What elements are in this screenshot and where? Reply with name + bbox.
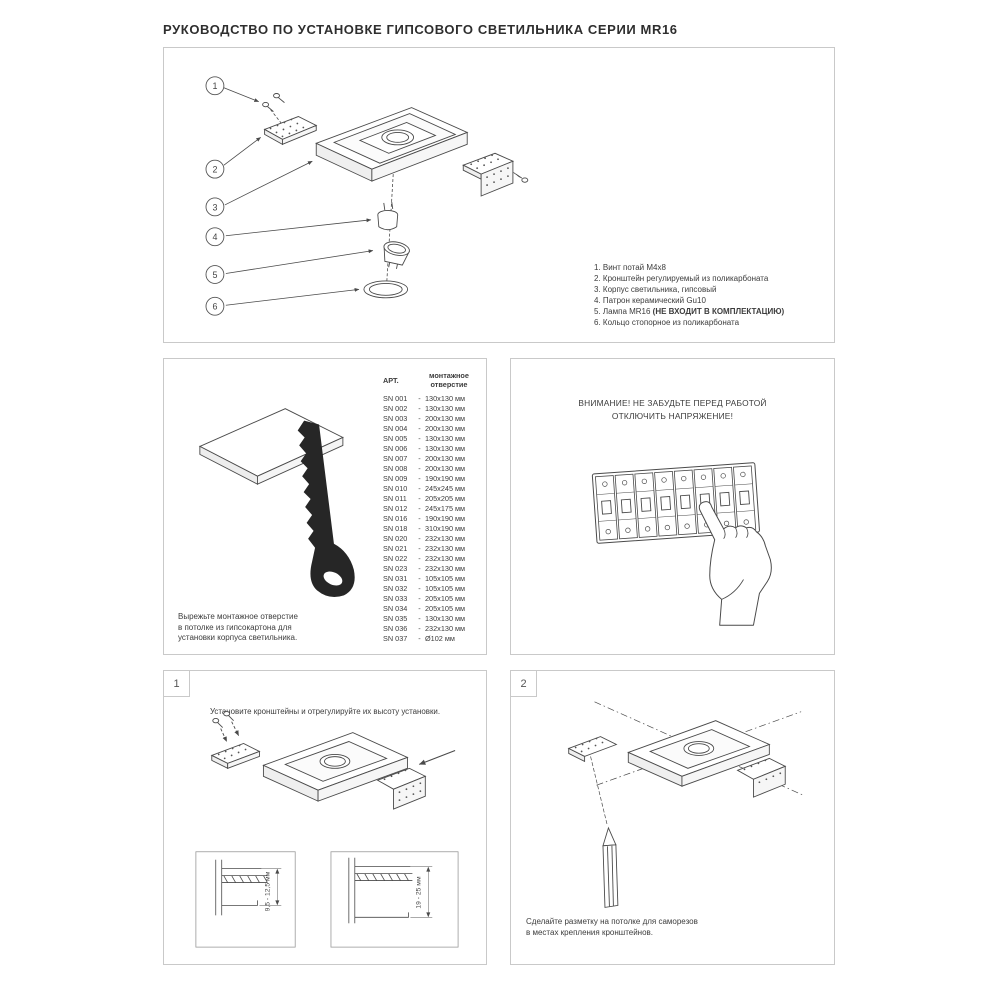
- table-row: SN 020-232x130 мм: [383, 534, 466, 543]
- exploded-view-drawing: 1 2 3 4 5 6: [205, 76, 529, 316]
- cutout-caption: Вырежьте монтажное отверстие в потолке и…: [178, 612, 298, 642]
- bracket-right-drawing: [376, 767, 427, 810]
- cutout-size-table: АРТ. монтажное отверстие SN 001-130x130 …: [383, 371, 483, 644]
- table-header: АРТ. монтажное отверстие: [383, 371, 483, 389]
- gypsum-body-part: [315, 107, 469, 182]
- parts-list-item: 1. Винт потай M4x8: [594, 263, 666, 272]
- table-row: SN 034-205x105 мм: [383, 604, 466, 613]
- callout-3: 3: [212, 202, 217, 212]
- detail-box-left: 9,5 - 12,5 мм: [195, 851, 296, 948]
- table-row: SN 006-130x130 мм: [383, 444, 466, 453]
- retaining-ring-part: [363, 280, 409, 299]
- callout-2: 2: [212, 165, 217, 175]
- exploded-view-panel: 1 2 3 4 5 6 1. Винт потай M4x8 2. Кроншт…: [163, 47, 835, 343]
- table-header-art: АРТ.: [383, 375, 399, 385]
- table-row: SN 033-205x105 мм: [383, 594, 466, 603]
- table-row: SN 009-190x190 мм: [383, 474, 466, 483]
- step2-panel: 2: [510, 670, 835, 965]
- table-row: SN 036-232x130 мм: [383, 624, 466, 633]
- table-row: SN 018-310x190 мм: [383, 524, 466, 533]
- screw-right-part: [515, 173, 529, 183]
- screws-with-arrows: [212, 711, 239, 742]
- table-row: SN 021-232x130 мм: [383, 544, 466, 553]
- table-row: SN 037-Ø102 мм: [383, 634, 455, 643]
- step1-number: 1: [173, 677, 180, 690]
- parts-list-item: 5. Лампа MR16 (НЕ ВХОДИТ В КОМПЛЕКТАЦИЮ): [594, 307, 785, 316]
- step2-number-box: 2: [511, 671, 537, 697]
- dimension-label-right: 19 - 25 мм: [415, 876, 422, 909]
- saw-drawing: [297, 420, 355, 598]
- fixture-body-drawing: [262, 732, 409, 802]
- table-row: SN 035-130x130 мм: [383, 614, 466, 623]
- table-row: SN 011-205x205 мм: [383, 494, 466, 503]
- table-header-hole: монтажное отверстие: [429, 371, 469, 389]
- dimension-label-left: 9,5 - 12,5 мм: [264, 871, 271, 911]
- lamp-part: [383, 241, 410, 269]
- table-row: SN 004-200x130 мм: [383, 424, 466, 433]
- table-row: SN 022-232x130 мм: [383, 554, 466, 563]
- cutout-drawing: [198, 408, 355, 598]
- bracket-left-part: [263, 116, 318, 146]
- step1-number-box: 1: [164, 671, 190, 697]
- callout-4: 4: [212, 232, 217, 242]
- hand-pointing-drawing: [698, 501, 772, 626]
- table-row: SN 007-200x130 мм: [383, 454, 466, 463]
- callout-markers: 1 2 3 4 5 6: [205, 76, 225, 316]
- callout-leader-lines: [223, 87, 521, 306]
- bracket-left-drawing: [210, 743, 261, 770]
- table-row: SN 008-200x130 мм: [383, 464, 466, 473]
- screw-part: [262, 93, 285, 112]
- table-row: SN 032-105x105 мм: [383, 584, 466, 593]
- adjust-arrow: [418, 749, 456, 765]
- warning-panel: ВНИМАНИЕ! НЕ ЗАБУДЬТЕ ПЕРЕД РАБОТОЙ ОТКЛ…: [510, 358, 835, 655]
- bracket-right-part: [462, 152, 515, 197]
- warning-text: ВНИМАНИЕ! НЕ ЗАБУДЬТЕ ПЕРЕД РАБОТОЙ ОТКЛ…: [578, 398, 767, 421]
- step2-caption: Сделайте разметку на потолке для саморез…: [526, 917, 698, 937]
- fixture-body-drawing: [627, 720, 771, 787]
- callout-6: 6: [212, 302, 217, 312]
- parts-list-item: 3. Корпус светильника, гипсовый: [594, 285, 717, 294]
- step2-number: 2: [520, 677, 527, 690]
- detail-box-right: 19 - 25 мм: [330, 851, 459, 948]
- table-row: SN 012-245x175 мм: [383, 504, 466, 513]
- socket-part: [377, 201, 399, 231]
- table-row: SN 023-232x130 мм: [383, 564, 466, 573]
- table-row: SN 016-190x190 мм: [383, 514, 466, 523]
- step1-panel: 1 Установите кронштейны и отрегулируйте …: [163, 670, 487, 965]
- step1-instruction: Установите кронштейны и отрегулируйте их…: [209, 707, 441, 716]
- table-row: SN 031-105x105 мм: [383, 574, 466, 583]
- bracket-right-drawing: [736, 757, 787, 798]
- parts-list-item: 4. Патрон керамический Gu10: [594, 296, 706, 305]
- callout-1: 1: [212, 81, 217, 91]
- parts-list-item: 2. Кронштейн регулируемый из поликарбона…: [594, 274, 769, 283]
- page-title: РУКОВОДСТВО ПО УСТАНОВКЕ ГИПСОВОГО СВЕТИ…: [163, 22, 678, 37]
- breaker-drawing: [591, 462, 772, 626]
- table-row: SN 001-130x130 мм: [383, 394, 466, 403]
- step1-drawing: 9,5 - 12,5 мм: [195, 711, 459, 948]
- table-row: SN 003-200x130 мм: [383, 414, 466, 423]
- bracket-left-drawing: [567, 736, 618, 763]
- step2-drawing: [567, 701, 804, 908]
- table-row: SN 002-130x130 мм: [383, 404, 466, 413]
- callout-5: 5: [212, 270, 217, 280]
- pencil-drawing: [602, 826, 619, 908]
- table-row: SN 010-245x245 мм: [383, 484, 466, 493]
- parts-list: 1. Винт потай M4x8 2. Кронштейн регулиру…: [594, 262, 784, 328]
- table-row: SN 005-130x130 мм: [383, 434, 466, 443]
- cutout-panel: АРТ. монтажное отверстие SN 001-130x130 …: [163, 358, 487, 655]
- parts-list-item: 6. Кольцо стопорное из поликарбоната: [594, 318, 740, 327]
